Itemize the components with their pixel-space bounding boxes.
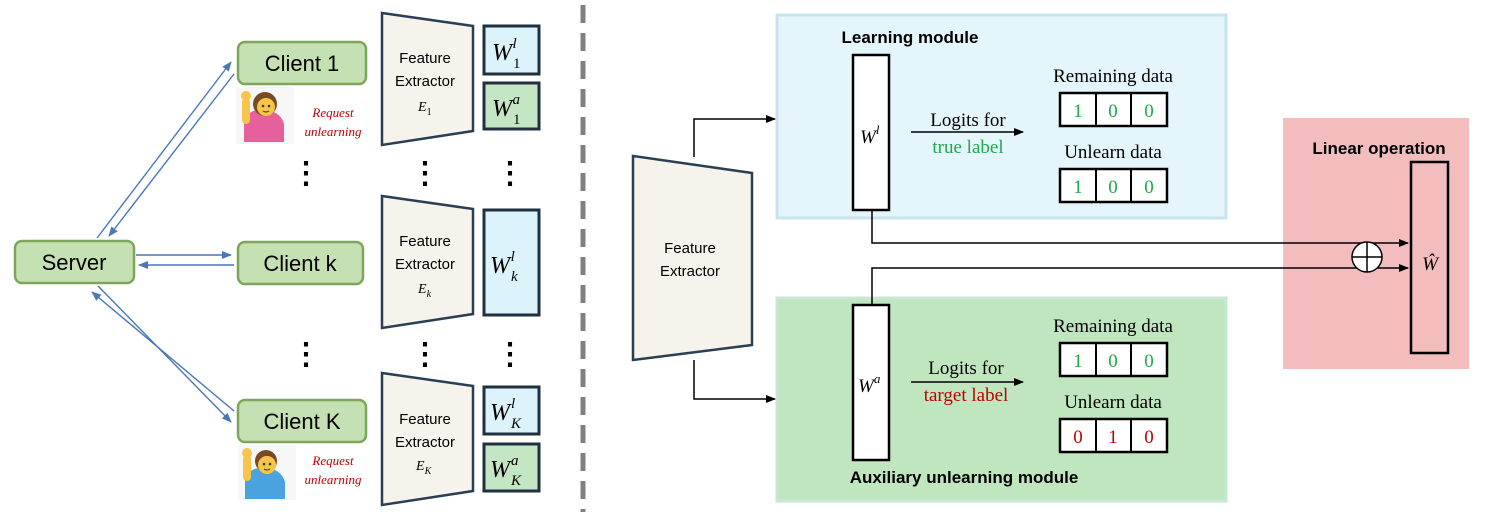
- vector-cell: 1: [1108, 427, 1118, 448]
- vector-cell: 0: [1073, 427, 1083, 448]
- weight-box-W1-a: W1a: [482, 81, 541, 131]
- arrow-client1-to-server: [108, 73, 235, 237]
- svg-text:Wa: Wa: [858, 371, 881, 397]
- weight-box-W1-l: W1l: [482, 24, 541, 76]
- arrow-extractor-to-learning: [693, 115, 776, 157]
- arrow-Wa-to-combine: [871, 264, 1409, 305]
- vector-cell: 0: [1108, 101, 1118, 122]
- vector-cell: 1: [1073, 351, 1083, 372]
- svg-text:WKl: WKl: [490, 396, 522, 432]
- weight-What-column: Ŵ: [1409, 160, 1450, 355]
- plus-circle-icon: [1351, 241, 1383, 273]
- raising-hand-woman-icon: [236, 87, 294, 144]
- client-K-feature-extractor: Feature Extractor EK: [380, 371, 475, 507]
- ellipsis-client-lower: ⋮: [291, 338, 321, 371]
- extractor-1-line2: Extractor: [395, 73, 455, 90]
- aux-module-title: Auxiliary unlearning module: [850, 468, 1079, 487]
- vector-cell: 1: [1073, 101, 1083, 122]
- client-K-label: Client K: [263, 409, 340, 434]
- aux-remaining-label: Remaining data: [1053, 316, 1173, 337]
- aux-logits-line2: target label: [924, 385, 1009, 406]
- client-1-label: Client 1: [265, 51, 340, 76]
- aux-unlearn-vector: 0 1 0: [1058, 417, 1169, 454]
- server-client-arrows: [91, 61, 235, 423]
- extractor-k-line1: Feature: [399, 233, 451, 250]
- learning-module-title: Learning module: [842, 28, 979, 47]
- svg-text:W1a: W1a: [492, 92, 521, 128]
- vector-cell: 0: [1108, 351, 1118, 372]
- ellipsis-extractor-upper: ⋮: [410, 157, 440, 190]
- request-unlearning-1-line2: unlearning: [304, 124, 362, 139]
- arrow-server-to-client1: [96, 61, 232, 239]
- svg-text:WKa: WKa: [490, 453, 522, 489]
- learning-remaining-label: Remaining data: [1053, 66, 1173, 87]
- client-K-node: Client K: [236, 398, 368, 444]
- main-feature-extractor: Feature Extractor: [631, 154, 754, 362]
- weight-Wa-column: Wa: [851, 303, 891, 462]
- client-k-label: Client k: [263, 251, 337, 276]
- extractor-K-line2: Extractor: [395, 434, 455, 451]
- flow-connectors: [693, 115, 1409, 403]
- aux-logits-line1: Logits for: [928, 358, 1004, 379]
- client-1-node: Client 1: [236, 40, 368, 86]
- weight-box-Wk-l: Wkl: [482, 208, 541, 317]
- vector-cell: 0: [1144, 351, 1154, 372]
- ellipsis-weight-upper: ⋮: [495, 157, 525, 190]
- vector-cell: 0: [1144, 177, 1154, 198]
- arrow-clientK-to-server: [91, 291, 235, 412]
- extractor-k-line2: Extractor: [395, 256, 455, 273]
- client-1-feature-extractor: Feature Extractor E1: [380, 11, 475, 147]
- extractor-K-symbol: EK: [415, 459, 433, 477]
- learning-logits-line1: Logits for: [930, 110, 1006, 131]
- arrow-server-to-clientK: [97, 285, 232, 423]
- ellipsis-client-upper: ⋮: [291, 157, 321, 190]
- arrow-extractor-to-aux: [693, 360, 776, 403]
- raising-hand-man-icon: [238, 445, 296, 500]
- vector-cell: 0: [1144, 427, 1154, 448]
- extractor-K-line1: Feature: [399, 411, 451, 428]
- request-unlearning-K-line1: Request: [311, 453, 354, 468]
- main-extractor-line1: Feature: [664, 240, 716, 257]
- weight-box-WK-a: WKa: [482, 442, 541, 493]
- vector-cell: 0: [1108, 177, 1118, 198]
- weight-box-WK-l: WKl: [482, 385, 541, 436]
- server-label: Server: [42, 250, 107, 275]
- ellipsis-extractor-lower: ⋮: [410, 338, 440, 371]
- client-k-node: Client k: [236, 240, 365, 286]
- aux-unlearn-label: Unlearn data: [1064, 392, 1162, 413]
- server-node: Server: [13, 239, 136, 285]
- linear-operation-title: Linear operation: [1312, 139, 1445, 158]
- weight-Wl-column: Wl: [851, 53, 891, 212]
- main-extractor-line2: Extractor: [660, 263, 720, 280]
- request-unlearning-1-line1: Request: [311, 105, 354, 120]
- svg-text:Wkl: Wkl: [490, 249, 518, 285]
- vector-cell: 1: [1073, 177, 1083, 198]
- ellipsis-group: ⋮ ⋮ ⋮ ⋮ ⋮ ⋮: [291, 157, 525, 371]
- weight-what-label: Ŵ: [1422, 253, 1440, 275]
- extractor-1-line1: Feature: [399, 50, 451, 67]
- vector-cell: 0: [1144, 101, 1154, 122]
- learning-remaining-vector: 1 0 0: [1058, 91, 1169, 128]
- ellipsis-weight-lower: ⋮: [495, 338, 525, 371]
- request-unlearning-K-line2: unlearning: [304, 472, 362, 487]
- extractor-k-symbol: Ek: [417, 282, 432, 300]
- client-k-feature-extractor: Feature Extractor Ek: [380, 194, 475, 330]
- arrow-Wl-to-combine: [871, 210, 1409, 247]
- learning-logits-line2: true label: [932, 137, 1003, 158]
- aux-remaining-vector: 1 0 0: [1058, 341, 1169, 378]
- learning-unlearn-label: Unlearn data: [1064, 142, 1162, 163]
- svg-text:W1l: W1l: [492, 36, 521, 72]
- svg-text:Wl: Wl: [860, 122, 880, 148]
- extractor-1-symbol: E1: [417, 100, 432, 118]
- learning-unlearn-vector: 1 0 0: [1058, 167, 1169, 204]
